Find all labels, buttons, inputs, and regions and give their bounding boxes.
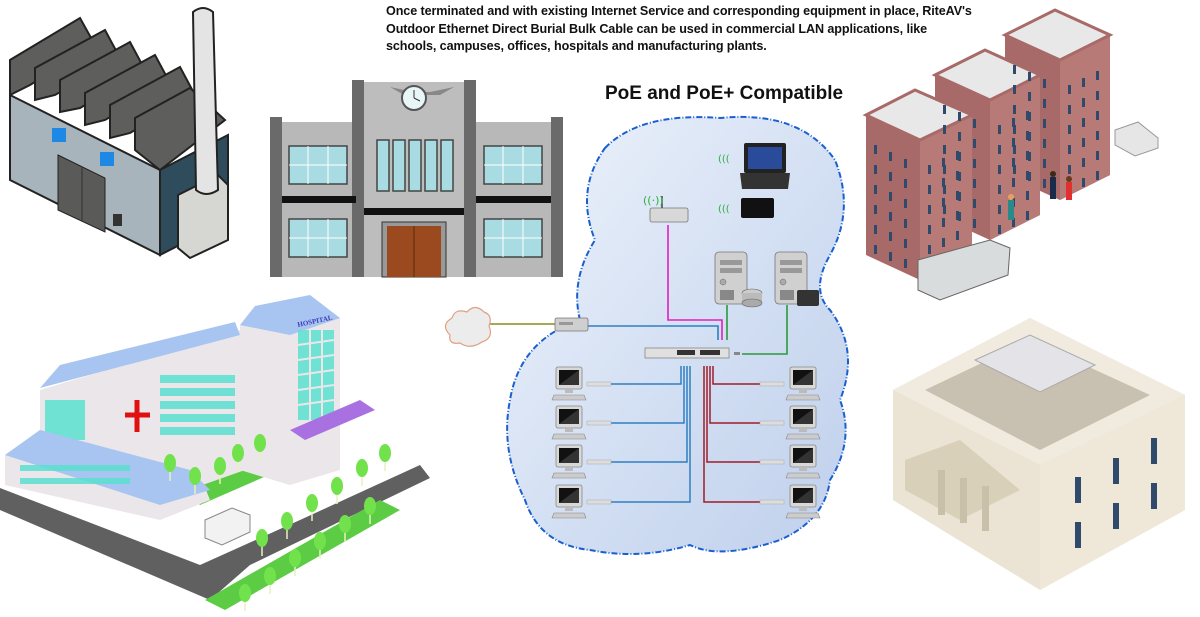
file-server-icon <box>774 251 819 306</box>
school-building <box>270 80 563 278</box>
red-cross-icon <box>125 400 150 432</box>
bank-building <box>893 318 1185 590</box>
tree-icon <box>378 443 392 472</box>
lan-cable-right <box>703 366 760 503</box>
workstation-right-3 <box>759 444 821 479</box>
tree-icon <box>263 566 277 595</box>
tree-icon <box>330 476 344 505</box>
lan-cable-left <box>611 366 682 385</box>
people <box>1008 171 1072 220</box>
svg-text:(((: ((( <box>718 204 730 215</box>
hospital-canopy <box>290 400 375 440</box>
office-towers <box>862 8 1159 301</box>
car <box>1114 121 1159 157</box>
intro-paragraph: Once terminated and with existing Intern… <box>386 4 972 53</box>
workstation-right-1 <box>759 366 821 401</box>
database-server-icon <box>714 251 763 308</box>
hospital-complex: HOSPITAL <box>0 295 430 612</box>
network-switch-icon <box>644 347 740 359</box>
factory-building <box>9 7 229 260</box>
svg-text:((·)): ((·)) <box>643 194 664 207</box>
factory-window <box>100 152 114 166</box>
lan-cable-left <box>611 366 685 424</box>
lan-cable-right <box>709 366 760 424</box>
road <box>0 465 430 600</box>
workstation-right-2 <box>759 405 821 440</box>
network-diagram: ((·)) ((( ((( <box>444 115 849 555</box>
grass-strip <box>205 500 400 610</box>
workstation-left-1 <box>551 366 612 401</box>
workstation-left-4 <box>551 484 612 519</box>
lan-cable-left <box>611 366 691 503</box>
laptop-icon: ((( <box>718 143 790 189</box>
tree-icon <box>238 583 252 612</box>
ambulance <box>204 507 251 546</box>
factory-window <box>52 128 66 142</box>
modem-cable <box>588 325 719 340</box>
lan-cable-right <box>712 366 760 385</box>
modem-icon <box>554 317 589 332</box>
wireless-cable <box>667 225 723 340</box>
workstation-left-3 <box>551 444 612 479</box>
workstation-right-4 <box>759 484 821 519</box>
wireless-router-icon: ((·)) <box>643 194 689 223</box>
tablet-icon: ((( <box>718 198 774 218</box>
lan-boundary <box>506 115 849 555</box>
poe-compatible-heading: PoE and PoE+ Compatible <box>605 83 844 104</box>
lan-cable-left <box>611 366 688 463</box>
file-server-cable <box>742 305 788 355</box>
svg-text:(((: ((( <box>718 154 730 165</box>
workstation-left-2 <box>551 405 612 440</box>
bus <box>917 239 1011 301</box>
lan-cable-right <box>706 366 760 463</box>
internet-cloud-icon <box>444 306 492 347</box>
tree-icon <box>355 458 369 487</box>
